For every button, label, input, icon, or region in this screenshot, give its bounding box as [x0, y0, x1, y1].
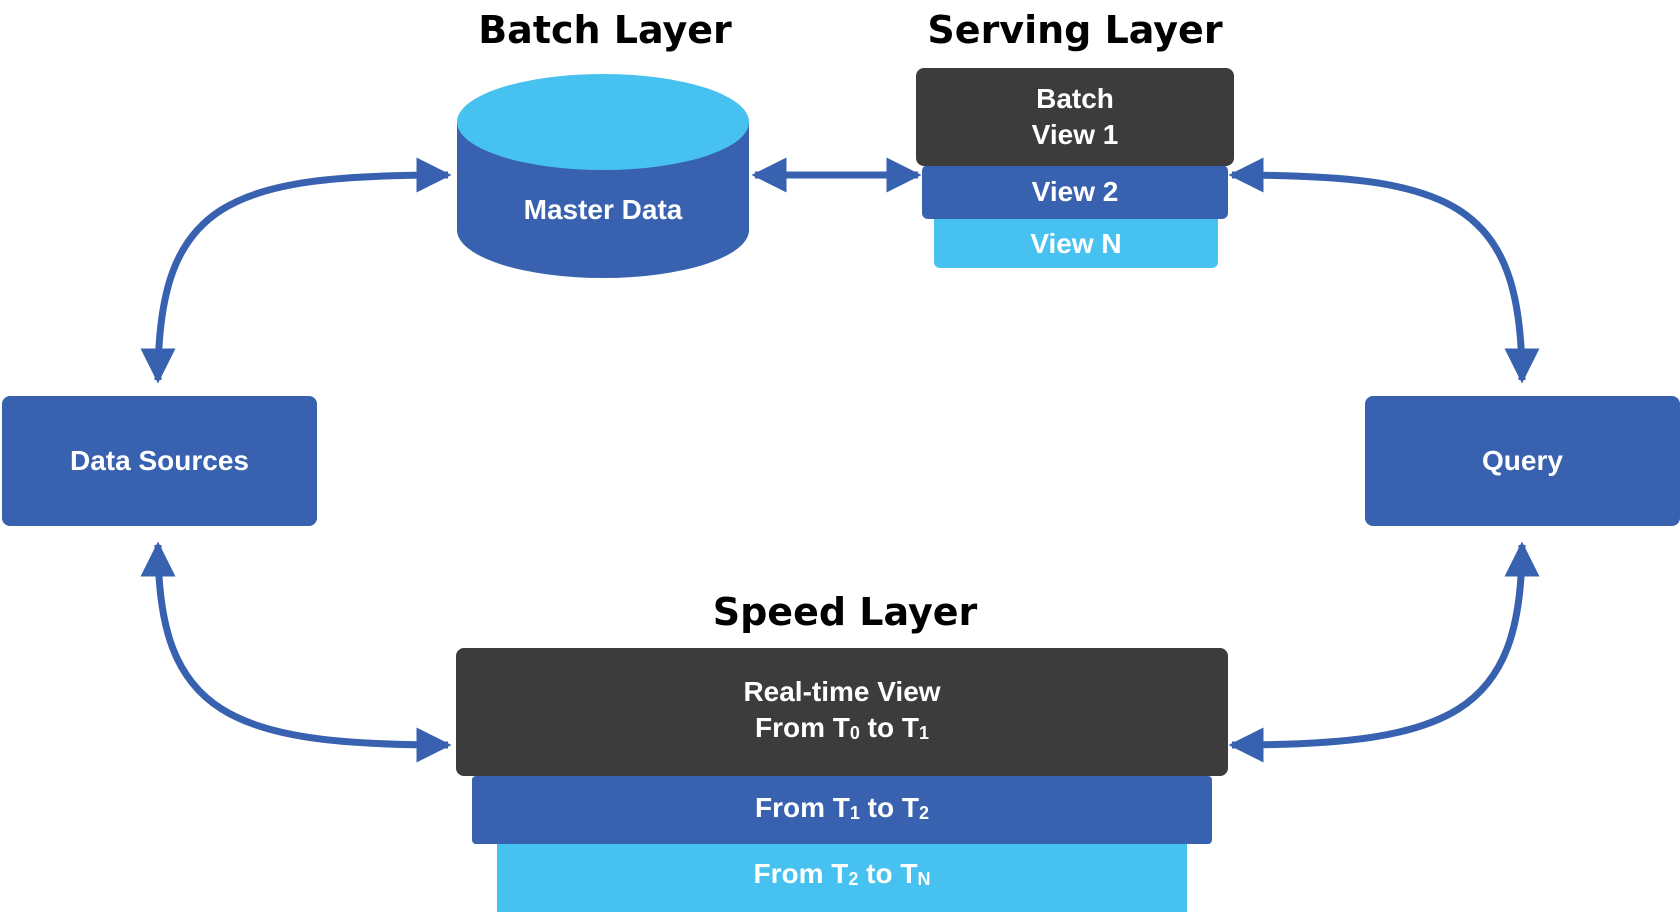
arrow-datasources-masterdata: [140, 157, 452, 384]
speed-layer-heading: Speed Layer: [712, 590, 978, 634]
batch-view-1-line1: Batch: [1036, 83, 1114, 114]
data-sources-label: Data Sources: [70, 445, 249, 476]
speed-row-3-label: From T2 to TN: [753, 857, 931, 889]
speed-row-2-label: From T1 to T2: [754, 791, 929, 823]
batch-view-1-box: Batch View 1: [916, 68, 1234, 166]
query-label: Query: [1482, 445, 1563, 476]
speed-row-2-box: From T1 to T2: [472, 776, 1212, 844]
arrow-query-speed: [1228, 541, 1540, 763]
realtime-view-box: Real-time View From T0 to T1: [456, 648, 1228, 776]
master-data-label: Master Data: [523, 194, 683, 225]
speed-row-3-box: From T2 to TN: [497, 840, 1187, 912]
view-n-label: View N: [1030, 228, 1122, 259]
data-sources-node: Data Sources: [2, 396, 317, 526]
arrow-datasources-speed: [140, 541, 452, 763]
realtime-view-line1: Real-time View: [743, 675, 941, 707]
query-node: Query: [1365, 396, 1680, 526]
view-n-box: View N: [934, 212, 1218, 268]
arrow-serving-query: [1228, 157, 1540, 384]
view-2-box: View 2: [922, 165, 1228, 219]
serving-layer-heading: Serving Layer: [927, 8, 1223, 52]
batch-layer-heading: Batch Layer: [478, 8, 732, 52]
view-2-label: View 2: [1031, 176, 1119, 207]
master-data-cylinder: [457, 74, 749, 278]
batch-view-1-line2: View 1: [1031, 119, 1119, 150]
realtime-view-line2: From T0 to T1: [754, 711, 929, 743]
